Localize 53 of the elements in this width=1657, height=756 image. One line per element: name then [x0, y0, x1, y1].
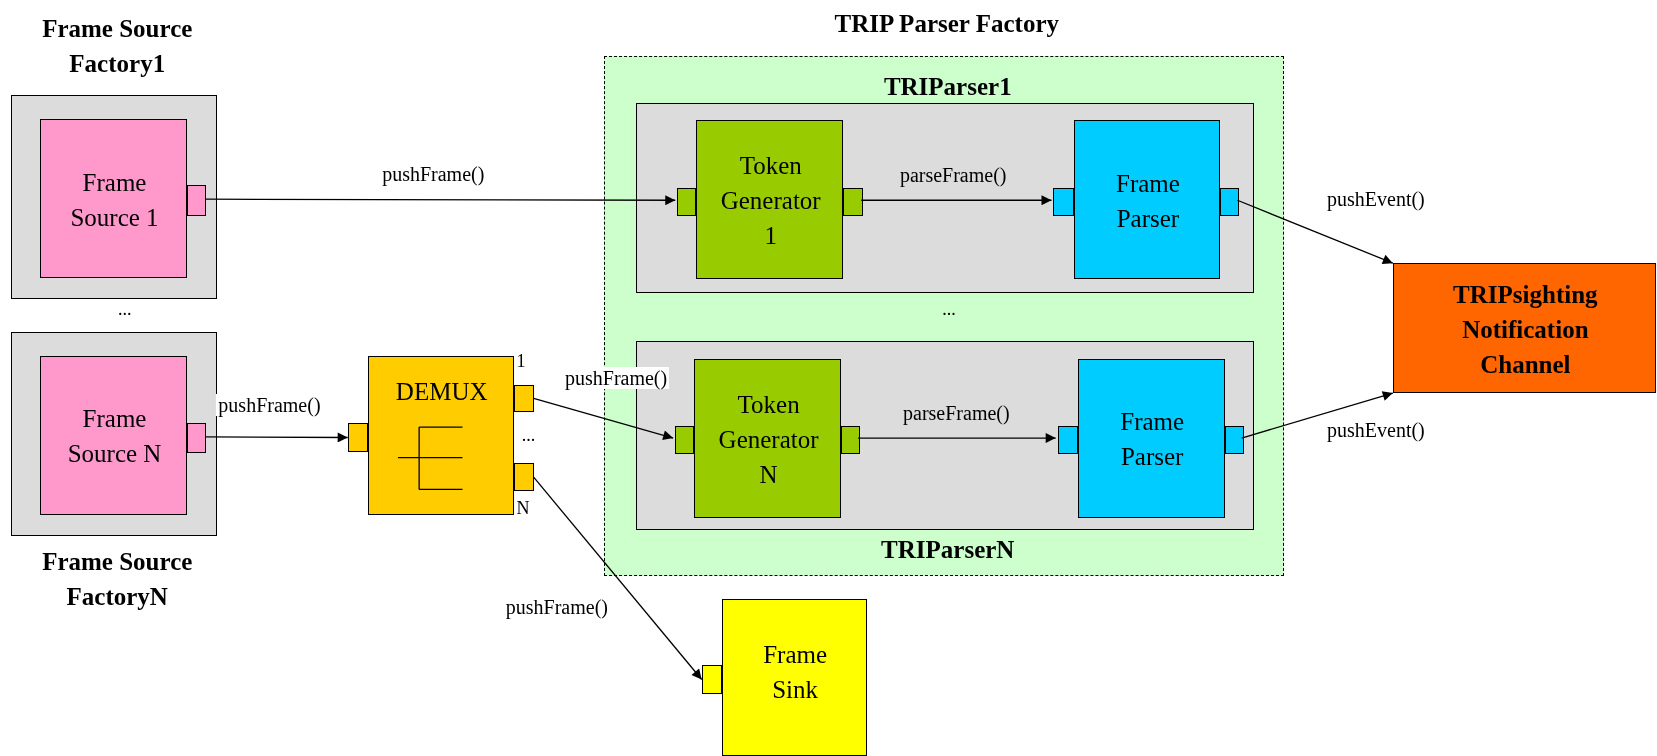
heading: Frame Source Factory1 [41, 14, 194, 80]
token-generator-box [696, 120, 844, 279]
box-label: Frame Sink [762, 640, 829, 705]
ellipsis: ... [941, 299, 957, 320]
heading: TRIPsighting Notification Channel [1452, 279, 1599, 380]
ellipsis: ... [520, 426, 537, 447]
port-box [513, 384, 534, 413]
edge-label: parseFrame() [897, 164, 1009, 187]
arrow [533, 397, 674, 441]
edge-label: parseFrame() [901, 402, 1012, 425]
heading: Frame Source FactoryN [41, 547, 194, 613]
arrow [533, 476, 703, 681]
box-label: Frame Parser [1115, 168, 1181, 234]
heading: TRIParser1 [882, 72, 1013, 103]
edge-label: pushFrame() [380, 163, 487, 186]
box-label: Frame Source N [66, 404, 163, 470]
frame-source-box [40, 356, 187, 515]
frame-sink-box [721, 599, 867, 756]
frame-parser-box [1077, 359, 1225, 518]
channel-box [1392, 263, 1656, 394]
box-label: Token Generator 1 [719, 151, 822, 252]
box-label: Frame Parser [1119, 407, 1186, 473]
port-box [701, 664, 722, 695]
port-box [675, 425, 695, 455]
arrow [204, 195, 676, 206]
port-box [1057, 425, 1078, 455]
port-box [1053, 187, 1074, 217]
edge-label: pushFrame() [216, 393, 323, 416]
heading: TRIP Parser Factory [833, 8, 1060, 39]
port-box [841, 425, 861, 455]
arrow [204, 432, 349, 443]
token-generator-box [694, 359, 842, 518]
arrow [860, 195, 1053, 206]
heading: TRIParserN [880, 534, 1016, 565]
frame-source-box [40, 119, 187, 278]
arrow [1241, 391, 1394, 439]
arrow [1236, 199, 1394, 264]
box-label: Frame Source 1 [69, 167, 160, 233]
port-box [347, 422, 368, 453]
ellipsis: ... [116, 299, 133, 320]
edge-label: pushFrame() [563, 367, 670, 390]
port-number: N [515, 499, 531, 520]
box-label: Token Generator N [717, 389, 820, 490]
port-box [513, 462, 534, 492]
arrow [857, 433, 1057, 444]
port-number: 1 [515, 352, 527, 373]
box-label: DEMUX [394, 377, 489, 408]
edge-label: pushEvent() [1325, 419, 1427, 442]
port-box [677, 187, 697, 217]
port-box [1220, 187, 1240, 217]
frame-parser-box [1073, 120, 1221, 279]
demux-box [367, 356, 514, 515]
port-box [843, 187, 864, 217]
